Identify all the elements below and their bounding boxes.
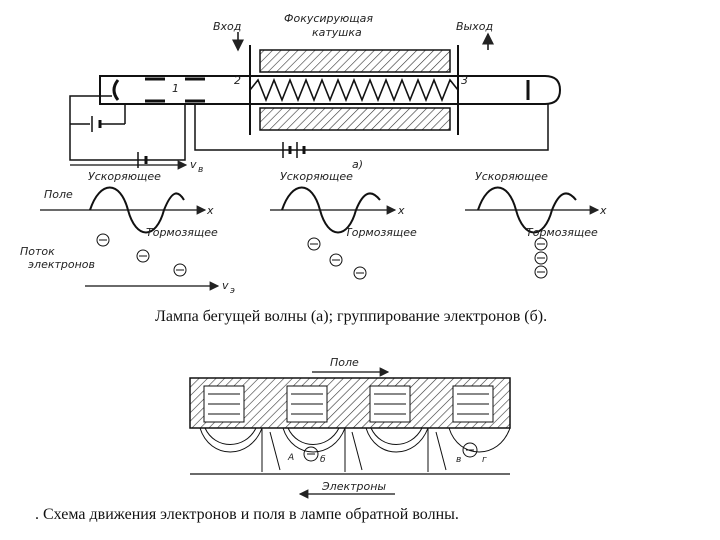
- decel-label-2: Тормозящее: [345, 226, 417, 239]
- g-label-b: г: [482, 455, 487, 465]
- wave-group-3: Ускоряющее x Тормозящее: [465, 170, 607, 279]
- x-label-3: x: [599, 204, 607, 217]
- electrons-label-b: Электроны: [321, 480, 386, 493]
- cathode: [112, 79, 120, 101]
- wave-group-1: Ускоряющее Поле x Тормозящее Поток элект…: [20, 170, 235, 296]
- sub-a-label: а): [352, 158, 363, 171]
- caption-bwo: . Схема движения электронов и поля в лам…: [35, 506, 459, 523]
- flow-label-1: Поток: [20, 245, 55, 258]
- decel-label-3: Тормозящее: [526, 226, 598, 239]
- field-lines: [199, 427, 511, 472]
- circuit-wire-left: [69, 95, 186, 161]
- b-label-b: б: [320, 455, 326, 465]
- output-label: Выход: [456, 20, 493, 33]
- decel-label-1: Тормозящее: [146, 226, 218, 239]
- electrons-1: [96, 233, 187, 277]
- label-num-1: 1: [172, 82, 179, 95]
- label-num-3: 3: [461, 74, 468, 87]
- circuit-wire-right: [194, 104, 549, 151]
- v-sub: в: [198, 165, 203, 175]
- v2-sub: э: [230, 286, 235, 296]
- coil-label-2: катушка: [312, 26, 362, 39]
- field-label-b: Поле: [330, 356, 359, 369]
- helix: [249, 77, 459, 103]
- accel-label-2: Ускоряющее: [280, 170, 353, 183]
- x-label-2: x: [397, 204, 405, 217]
- v2-label: v: [222, 279, 229, 292]
- focusing-coil-bottom: [259, 107, 451, 131]
- electrons-3: [534, 237, 548, 279]
- b2-label-b: в: [456, 455, 461, 465]
- tube-body: [99, 75, 562, 105]
- input-label: Вход: [213, 20, 241, 33]
- wave-group-2: Ускоряющее x Тормозящее: [270, 170, 417, 280]
- coil-label-1: Фокусирующая: [284, 12, 373, 25]
- caption-twt: Лампа бегущей волны (а); группирование э…: [155, 308, 548, 325]
- label-num-2: 2: [234, 74, 241, 87]
- flow-label-2: электронов: [28, 258, 95, 271]
- accel-label-3: Ускоряющее: [475, 170, 548, 183]
- x-label-1: x: [206, 204, 214, 217]
- field-label: Поле: [44, 188, 73, 201]
- twt-diagram: Вход Фокусирующая катушка Выход 1 2 3 v …: [20, 12, 607, 296]
- electrons-2: [307, 237, 367, 280]
- focusing-coil-top: [259, 49, 451, 73]
- v-label: v: [190, 158, 197, 171]
- bwo-diagram: Поле: [189, 356, 511, 499]
- a-label-b: А: [287, 453, 294, 463]
- accel-label-1: Ускоряющее: [88, 170, 161, 183]
